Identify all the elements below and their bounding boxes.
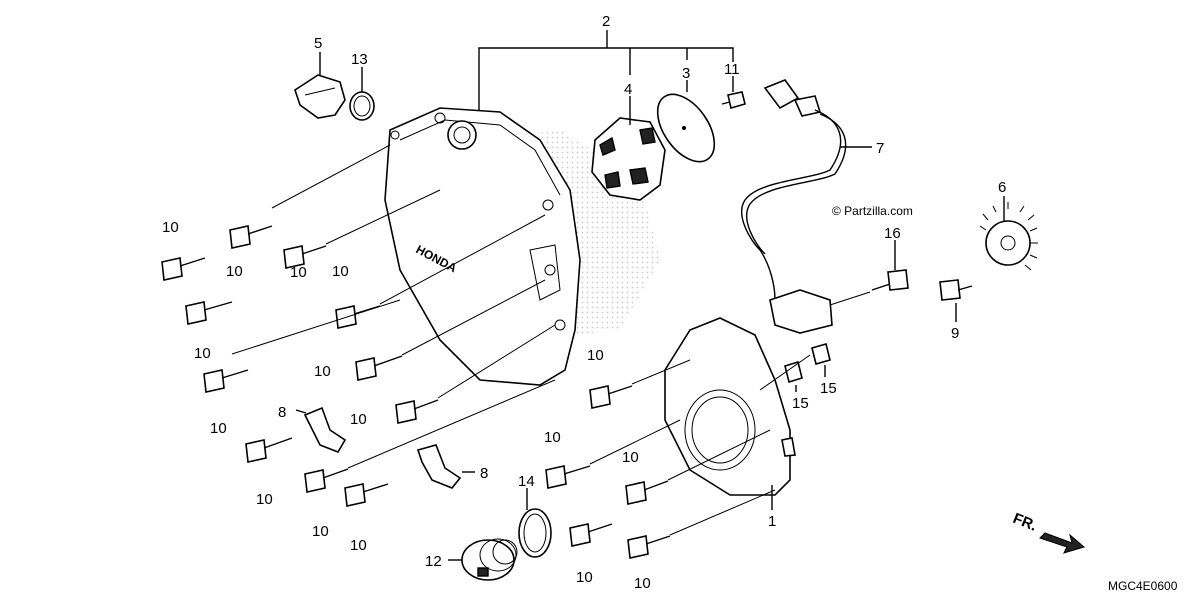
callout-10: 10 <box>226 263 243 280</box>
callout-10: 10 <box>314 363 331 380</box>
bolt-10 <box>335 305 381 329</box>
bolt-10 <box>283 245 327 269</box>
part-16-bolt <box>829 240 909 306</box>
bolt-10 <box>395 399 439 424</box>
callout-16: 16 <box>884 225 901 242</box>
part-9-bolt <box>939 279 973 322</box>
callout-3: 3 <box>682 65 690 82</box>
part-11-bolt <box>721 76 746 110</box>
callout-15: 15 <box>792 395 809 412</box>
callout-15: 15 <box>820 380 837 397</box>
callout-6: 6 <box>998 179 1006 196</box>
front-direction-label: FR. <box>1011 510 1040 535</box>
part-13-o-ring <box>349 67 375 121</box>
callout-10: 10 <box>290 264 307 281</box>
callout-10: 10 <box>350 411 367 428</box>
part-7-wire-harness <box>741 79 872 334</box>
callout-1: 1 <box>768 513 776 530</box>
bolt-10 <box>589 385 633 409</box>
bolt-10 <box>627 535 671 559</box>
callout-10: 10 <box>587 347 604 364</box>
part-15-dowel-pins <box>784 343 831 392</box>
bolt-10 <box>569 523 613 547</box>
callout-10: 10 <box>194 345 211 362</box>
part-14-o-ring <box>518 488 552 558</box>
callout-4: 4 <box>624 81 632 98</box>
callout-10: 10 <box>312 523 329 540</box>
part-1-generator-cover <box>664 317 796 510</box>
callout-14: 14 <box>518 473 535 490</box>
callout-10: 10 <box>622 449 639 466</box>
part-5-oil-filler-cap <box>294 52 346 119</box>
callout-labels: 2 5 13 4 3 11 7 6 16 9 15 15 1 8 8 12 14… <box>162 13 1006 592</box>
callout-10: 10 <box>576 569 593 586</box>
bolt-10 <box>304 468 349 493</box>
bolt-10 <box>344 483 389 507</box>
part-2-bracket <box>478 30 734 110</box>
part-4-stator <box>591 96 666 201</box>
callout-8: 8 <box>480 465 488 482</box>
front-direction-arrow: FR. <box>1011 510 1086 554</box>
part-12-timing-plug <box>448 538 518 581</box>
callout-10: 10 <box>210 420 227 437</box>
bolt-10 <box>625 480 669 505</box>
part-8-cable-clamp-lower <box>416 444 475 489</box>
callout-2: 2 <box>602 13 610 30</box>
part-8-cable-clamp-upper <box>295 406 347 453</box>
bolt-10 <box>161 257 206 281</box>
bolt-10 <box>545 465 591 489</box>
bolt-10 <box>203 369 249 393</box>
left-crankcase-cover: HONDA <box>384 107 581 386</box>
callout-8: 8 <box>278 404 286 421</box>
bolt-10 <box>355 355 403 381</box>
callout-10: 10 <box>350 537 367 554</box>
bolt-10 <box>229 225 273 249</box>
callout-12: 12 <box>425 553 442 570</box>
bolt-10 <box>185 301 233 325</box>
callout-13: 13 <box>351 51 368 68</box>
part-10-bolts <box>161 144 811 559</box>
callout-10: 10 <box>634 575 651 592</box>
partzilla-watermark: © Partzilla.com <box>832 204 913 218</box>
callout-10: 10 <box>256 491 273 508</box>
bolt-10 <box>245 437 293 463</box>
callout-10: 10 <box>544 429 561 446</box>
callout-11: 11 <box>724 61 740 78</box>
part-6-pulser-gear <box>979 196 1038 271</box>
diagram-code: MGC4E0600 <box>1108 579 1178 593</box>
callout-5: 5 <box>314 35 322 52</box>
callout-10: 10 <box>162 219 179 236</box>
callout-10: 10 <box>332 263 349 280</box>
callout-7: 7 <box>876 140 884 157</box>
callout-9: 9 <box>951 325 959 342</box>
part-3-rotor-plate <box>656 80 716 163</box>
